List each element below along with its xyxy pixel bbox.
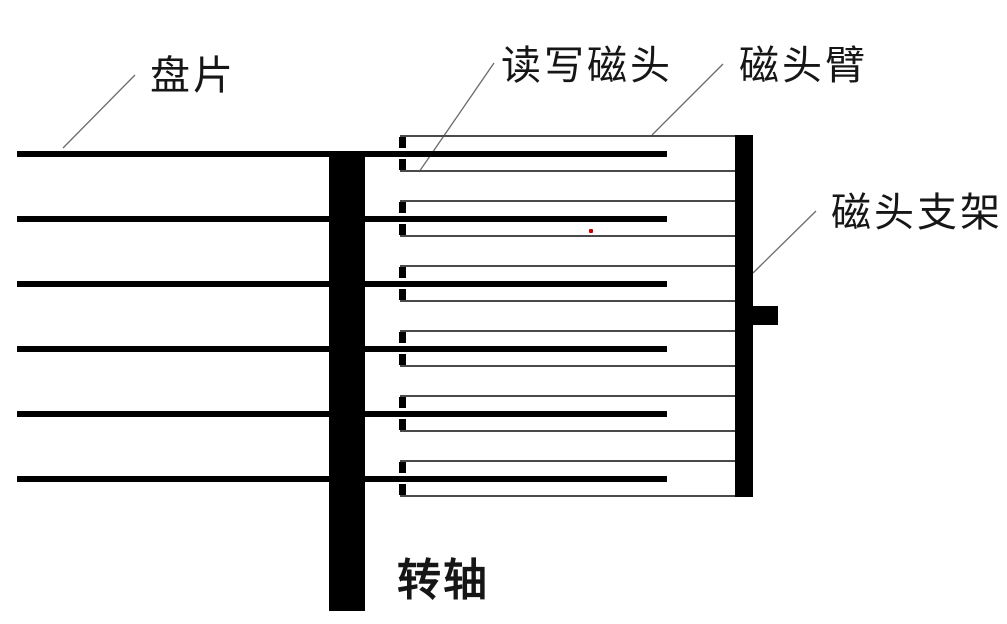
head-arm-leader: [651, 63, 724, 136]
head-arm-top-line: [400, 330, 735, 332]
spindle-label: 转轴: [397, 556, 489, 605]
head-arm-top-line: [400, 460, 735, 462]
head-arm-bottom-line: [400, 170, 735, 172]
head-arm-bottom-line: [400, 300, 735, 302]
head-arm-bottom-line: [400, 495, 735, 497]
rw-head-dash: [399, 202, 406, 213]
rw-head-dash: [399, 289, 406, 300]
bracket-tab: [753, 306, 778, 325]
head-arm-bottom-line: [400, 430, 735, 432]
rw-head-dash: [399, 137, 406, 148]
rw-head-dash: [399, 419, 406, 430]
platter-leader: [62, 74, 136, 149]
rw-head-dash: [399, 332, 406, 343]
head-bracket-leader: [752, 210, 817, 274]
rw-head-dash: [399, 397, 406, 408]
rw-head-dash: [399, 159, 406, 170]
head-arm-top-line: [400, 395, 735, 397]
head-bracket-bar: [735, 135, 753, 497]
rw-head-dash: [399, 462, 406, 473]
rw-head-dash: [399, 224, 406, 235]
rw-head-dash: [399, 354, 406, 365]
platter-label: 盘片: [150, 53, 236, 98]
red-dot: [589, 229, 593, 233]
head-arm-bottom-line: [400, 235, 735, 237]
head-arm-label: 磁头臂: [739, 43, 868, 88]
head-bracket-label: 磁头支架: [831, 190, 1003, 235]
spindle-shaft: [329, 151, 365, 611]
rw-head-dash: [399, 267, 406, 278]
head-arm-top-line: [400, 135, 735, 137]
head-arm-bottom-line: [400, 365, 735, 367]
rw-head-label: 读写磁头: [501, 43, 673, 88]
rw-head-dash: [399, 484, 406, 495]
head-arm-top-line: [400, 265, 735, 267]
head-arm-top-line: [400, 200, 735, 202]
